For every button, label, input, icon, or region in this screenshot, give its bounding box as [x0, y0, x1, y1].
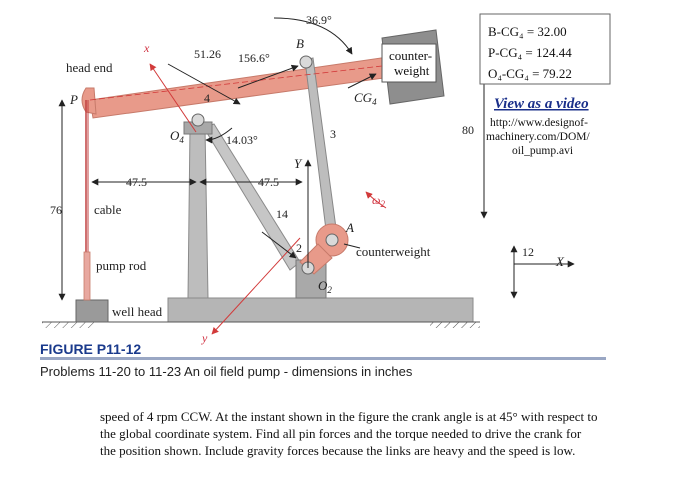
dim-14: 14 — [276, 207, 288, 221]
dim-47-5-right: 47.5 — [258, 175, 279, 189]
pivot-o4 — [191, 113, 205, 127]
dim-47-5-left: 47.5 — [126, 175, 147, 189]
well-head-block — [75, 299, 109, 323]
video-url-line1: http://www.designof- — [490, 117, 588, 129]
dim-76: 76 — [50, 203, 62, 217]
problem-statement: speed of 4 rpm CCW. At the instant shown… — [100, 409, 598, 458]
horse-head — [81, 87, 97, 115]
info-box-line1: B-CG₄ = 32.00 — [488, 24, 567, 39]
beam-centerline — [89, 65, 383, 101]
view-video-link[interactable]: View as a video — [494, 96, 589, 112]
dim-36-9-arc — [273, 17, 353, 55]
walking-beam — [89, 55, 399, 119]
dim-14-03-arc — [205, 127, 233, 144]
figure-caption: Problems 11-20 to 11-23 An oil field pum… — [40, 364, 413, 379]
ground-hatch-left — [42, 322, 94, 328]
label-p: P — [69, 92, 78, 107]
dim-36-9: 36.9° — [306, 13, 332, 27]
label-cable: cable — [94, 202, 122, 217]
label-o4: O4 — [170, 128, 184, 145]
label-cg4: CG4 — [354, 90, 377, 107]
figure-rule — [40, 357, 606, 360]
base-frame — [167, 297, 474, 323]
label-well-head: well head — [112, 304, 163, 319]
info-box — [479, 13, 611, 85]
dim-156-6-arrow — [237, 64, 299, 89]
label-omega2: ω2 — [372, 193, 385, 209]
info-box-line3: O₄-CG₄ = 79.22 — [488, 66, 572, 81]
omega2-arrow — [365, 191, 387, 209]
info-box-line2: P-CG₄ = 124.44 — [488, 45, 572, 60]
dim-51-26-arrow — [167, 63, 241, 105]
y-axis-rotated — [211, 237, 301, 335]
label-a: A — [345, 220, 354, 235]
dim-14-03: 14.03° — [226, 133, 258, 147]
video-url-line2: machinery.com/DOM/ — [486, 131, 590, 143]
counterweight-leader — [343, 243, 361, 249]
pin-b — [299, 55, 313, 69]
label-x-rotated: x — [143, 41, 150, 55]
counterweight-box-line1: counter- — [389, 48, 432, 63]
dim-156-6: 156.6° — [238, 51, 270, 65]
label-y-global: Y — [294, 156, 303, 171]
counterweight-label-box — [381, 43, 437, 83]
dim-80: 80 — [462, 123, 474, 137]
pump-rod — [83, 251, 91, 301]
label-y-rotated: y — [201, 331, 208, 345]
label-link2: 2 — [296, 241, 302, 255]
label-counterweight: counterweight — [356, 244, 431, 259]
label-b: B — [296, 36, 304, 51]
label-head-end: head end — [66, 60, 113, 75]
cg4-arrow — [347, 73, 377, 89]
pin-a — [325, 233, 339, 247]
dim-51-26: 51.26 — [194, 47, 221, 61]
video-url-line3: oil_pump.avi — [512, 145, 573, 157]
samson-post — [187, 127, 209, 299]
ground-hatch-right — [430, 322, 480, 328]
dim-12: 12 — [522, 245, 534, 259]
x-axis-rotated — [149, 63, 197, 133]
label-link3: 3 — [330, 127, 336, 141]
label-link4: 4 — [204, 91, 210, 105]
label-x-global: X — [555, 254, 565, 269]
label-pump-rod: pump rod — [96, 258, 147, 273]
dim-14-line — [261, 231, 297, 259]
label-o2: O2 — [318, 278, 332, 295]
counterweight-box-line2: weight — [394, 63, 430, 78]
figure-title: FIGURE P11-12 — [40, 341, 141, 357]
